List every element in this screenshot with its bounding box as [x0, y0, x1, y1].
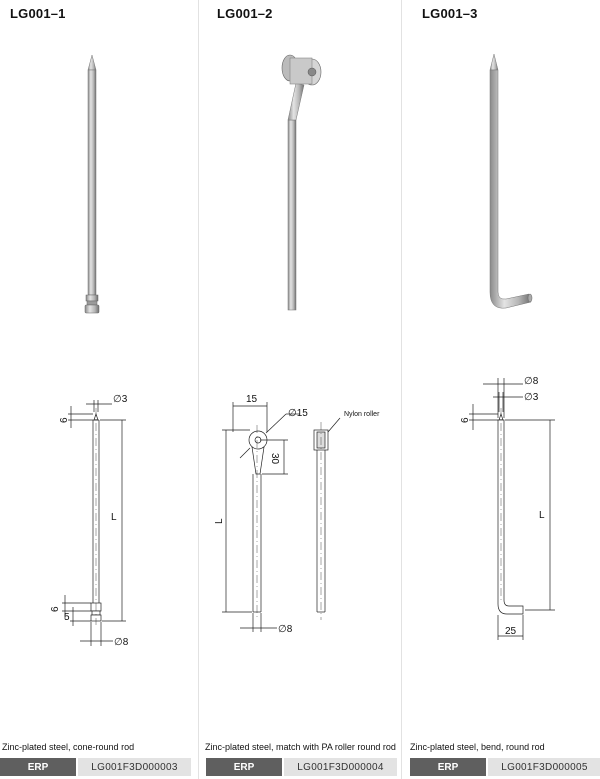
- dim-diameter-base: ∅8: [114, 637, 129, 648]
- product-code: LG001–1: [10, 6, 66, 21]
- erp-row: ERP LG001F3D000003: [0, 758, 191, 776]
- product-code: LG001–3: [422, 6, 478, 21]
- dim-diameter-rod: ∅8: [524, 376, 539, 387]
- product-description: Zinc-plated steel, cone-round rod: [2, 742, 135, 752]
- product-card-lg001-3: LG001–3: [403, 0, 600, 779]
- dim-base-length-1: 6: [50, 606, 61, 612]
- product-code: LG001–2: [217, 6, 273, 21]
- erp-label: ERP: [206, 758, 282, 776]
- dim-roller-diameter: ∅15: [288, 408, 308, 419]
- erp-value: LG001F3D000005: [488, 758, 600, 776]
- dim-height: 30: [269, 453, 280, 465]
- technical-drawing-cone-rod: ∅3 6 L 6 5 ∅8: [50, 394, 129, 648]
- product-description: Zinc-plated steel, bend, round rod: [410, 742, 545, 752]
- erp-value: LG001F3D000003: [78, 758, 191, 776]
- product-card-lg001-1: LG001–1: [0, 0, 199, 779]
- dim-bend-width: 25: [505, 626, 517, 637]
- dim-width: 15: [246, 394, 258, 405]
- dim-diameter-rod: ∅8: [278, 624, 293, 635]
- dim-diameter-tip: ∅3: [113, 394, 128, 405]
- product-render-cone-rod: [84, 54, 100, 314]
- dim-length: L: [539, 510, 545, 521]
- dim-length: L: [111, 512, 117, 523]
- nylon-roller-label: Nylon roller: [344, 411, 380, 418]
- dim-tip-length: 6: [59, 417, 70, 423]
- product-render-bend-rod: [489, 53, 533, 309]
- erp-label: ERP: [0, 758, 76, 776]
- erp-row: ERP LG001F3D000005: [410, 758, 600, 776]
- dim-tip-length: 6: [460, 417, 471, 423]
- product-render-roller-rod: [281, 54, 322, 311]
- product-card-lg001-2: LG001–2: [200, 0, 399, 779]
- dim-length: L: [214, 518, 225, 524]
- product-description: Zinc-plated steel, match with PA roller …: [205, 742, 396, 752]
- technical-drawing-bend-rod: ∅8 ∅3 6 L 25: [460, 376, 555, 640]
- erp-row: ERP LG001F3D000004: [206, 758, 397, 776]
- erp-label: ERP: [410, 758, 486, 776]
- technical-drawing-roller-rod: 15 ∅15 30 L ∅8 Nylon roller: [214, 394, 380, 635]
- dim-diameter-tip: ∅3: [524, 392, 539, 403]
- dim-base-length-2: 5: [64, 612, 70, 623]
- erp-value: LG001F3D000004: [284, 758, 397, 776]
